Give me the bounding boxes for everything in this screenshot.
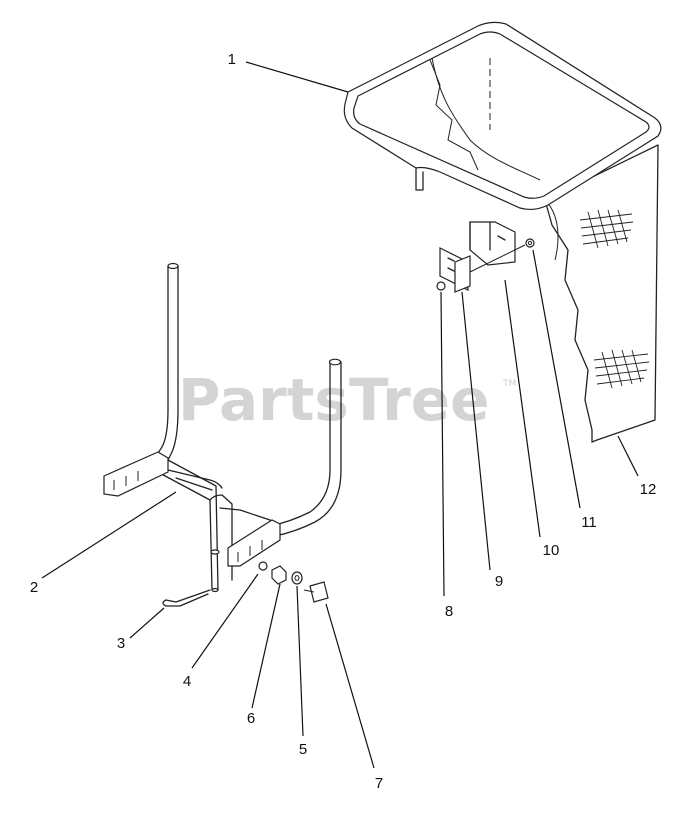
callout-2: 2 [30, 579, 38, 596]
callout-9: 9 [495, 573, 503, 590]
callout-3: 3 [117, 635, 125, 652]
watermark-text: PartsTree [178, 366, 489, 434]
watermark-trademark: TM [502, 379, 516, 389]
bag-frame [343, 21, 662, 211]
callout-6: 6 [247, 710, 255, 727]
callout-5: 5 [299, 741, 307, 758]
leader-lines [41, 61, 639, 769]
callout-10: 10 [543, 542, 560, 559]
callout-11: 11 [581, 514, 597, 531]
callout-1: 1 [228, 51, 236, 68]
lower-frame [103, 262, 342, 593]
bag-mesh-2 [579, 209, 634, 249]
callout-labels: 1 2 3 4 5 6 7 8 9 10 11 12 [30, 51, 657, 792]
bag-mesh-3 [593, 349, 650, 389]
hairpin-clip [162, 589, 211, 607]
callout-8: 8 [445, 603, 453, 620]
fastener-stack [258, 561, 329, 603]
callout-12: 12 [640, 481, 657, 498]
callout-7: 7 [375, 775, 383, 792]
callout-4: 4 [183, 673, 191, 690]
bracket-hardware [436, 221, 535, 293]
